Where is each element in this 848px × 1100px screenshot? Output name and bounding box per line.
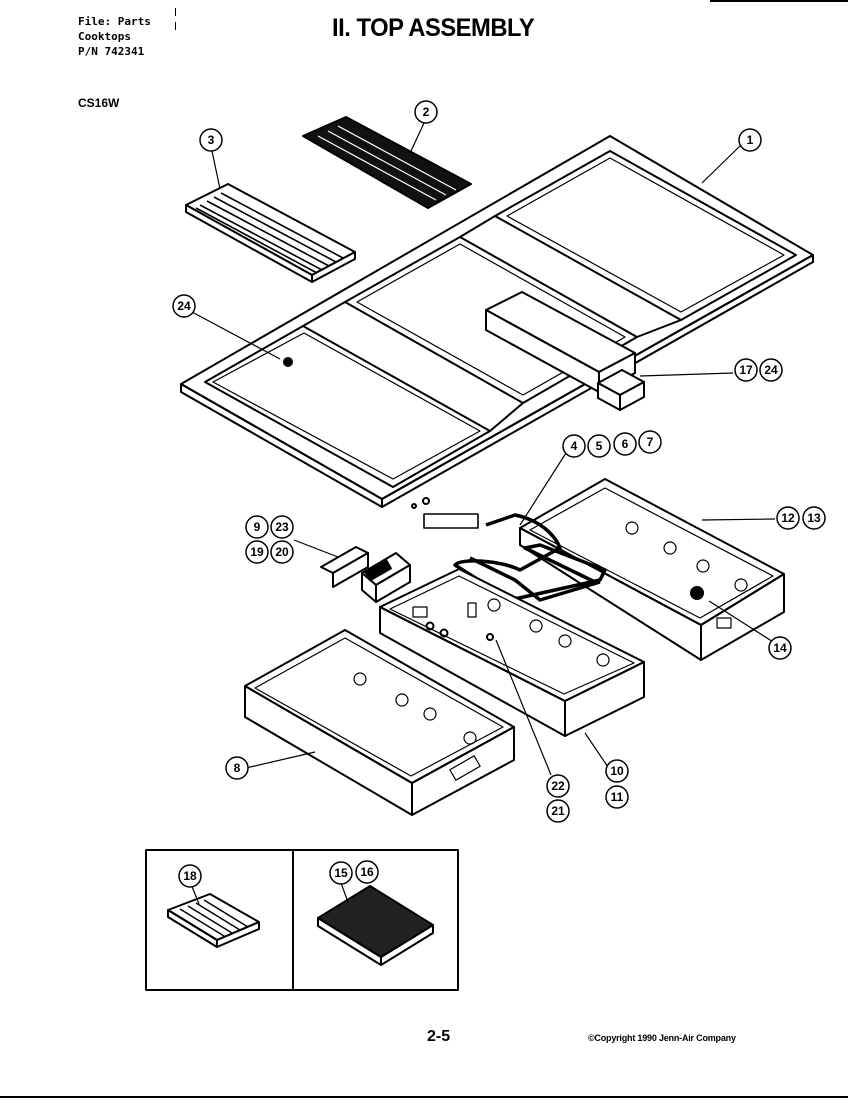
category-line: Cooktops: [78, 30, 131, 43]
screw: [486, 633, 494, 641]
part-3-grate: [185, 183, 356, 283]
file-info: File: Parts Cooktops P/N 742341: [78, 14, 151, 59]
screw: [422, 497, 430, 505]
callout-label: 13: [807, 511, 821, 525]
callout-label: 5: [596, 439, 603, 453]
callout-13: 13: [802, 506, 826, 530]
page-number: 2-5: [427, 1028, 451, 1045]
callout-label: 1: [747, 133, 754, 147]
callout-label: 18: [183, 869, 197, 883]
callout-label: 22: [551, 779, 565, 793]
callout-label: 7: [647, 435, 654, 449]
callout-2: 2: [414, 100, 438, 124]
callout-23: 23: [270, 515, 294, 539]
part-number-line: P/N 742341: [78, 45, 145, 58]
callout-18: 18: [178, 864, 202, 888]
part-2-grate: [302, 116, 472, 209]
callout-12: 12: [776, 506, 800, 530]
callout-label: 4: [571, 439, 578, 453]
file-line: File: Parts: [78, 15, 151, 28]
callout-14: 14: [768, 636, 792, 660]
callout-label: 8: [234, 761, 241, 775]
callout-label: 10: [610, 764, 624, 778]
callout-label: 15: [334, 866, 348, 880]
callout-4: 4: [562, 434, 586, 458]
callout-label: 16: [360, 865, 374, 879]
callout-label: 6: [622, 437, 629, 451]
screw: [411, 503, 417, 509]
callout-10: 10: [605, 759, 629, 783]
callout-21: 21: [546, 799, 570, 823]
callout-3: 3: [199, 128, 223, 152]
callout-15: 15: [329, 861, 353, 885]
callout-label: 14: [773, 641, 787, 655]
part-10-11-pan: [379, 568, 645, 737]
callout-label: 11: [611, 790, 624, 804]
top-rule: [710, 0, 848, 2]
callout-label: 20: [275, 545, 289, 559]
accessory-inset: [145, 849, 459, 991]
part-8-pan: [244, 629, 515, 816]
callout-11: 11: [605, 785, 629, 809]
screw: [439, 628, 449, 638]
screw: [425, 621, 435, 631]
callout-label: 2: [423, 105, 430, 119]
callout-label: 24: [764, 363, 778, 377]
bottom-rule: [0, 1096, 848, 1098]
part-9-23-bracket: [320, 546, 411, 603]
part-4-7-element: [423, 513, 607, 602]
part-17-box: [485, 291, 645, 411]
callout-label: 12: [781, 511, 795, 525]
callout-16: 16: [355, 860, 379, 884]
callout-17: 17: [734, 358, 758, 382]
callout-5: 5: [587, 434, 611, 458]
margin-tick: [175, 8, 176, 16]
page-title: II. TOP ASSEMBLY: [332, 14, 535, 42]
callout-9: 9: [245, 515, 269, 539]
part-12-13-pan: [519, 478, 785, 661]
margin-tick: [175, 22, 176, 30]
callout-7: 7: [638, 430, 662, 454]
leader-lines: [190, 122, 782, 905]
callout-label: 24: [177, 299, 191, 313]
copyright-notice: ©Copyright 1990 Jenn-Air Company: [588, 1033, 736, 1043]
callout-label: 21: [551, 804, 565, 818]
callout-19: 19: [245, 540, 269, 564]
callout-24: 24: [172, 294, 196, 318]
model-number: CS16W: [78, 96, 120, 110]
callout-20: 20: [270, 540, 294, 564]
callout-24-b: 24: [759, 358, 783, 382]
callout-label: 3: [208, 133, 215, 147]
callout-label: 19: [250, 545, 264, 559]
callout-label: 17: [739, 363, 753, 377]
callout-label: 9: [254, 520, 261, 534]
callout-1: 1: [738, 128, 762, 152]
callout-22: 22: [546, 774, 570, 798]
callout-label: 23: [275, 520, 289, 534]
callout-8: 8: [225, 756, 249, 780]
callout-6: 6: [613, 432, 637, 456]
